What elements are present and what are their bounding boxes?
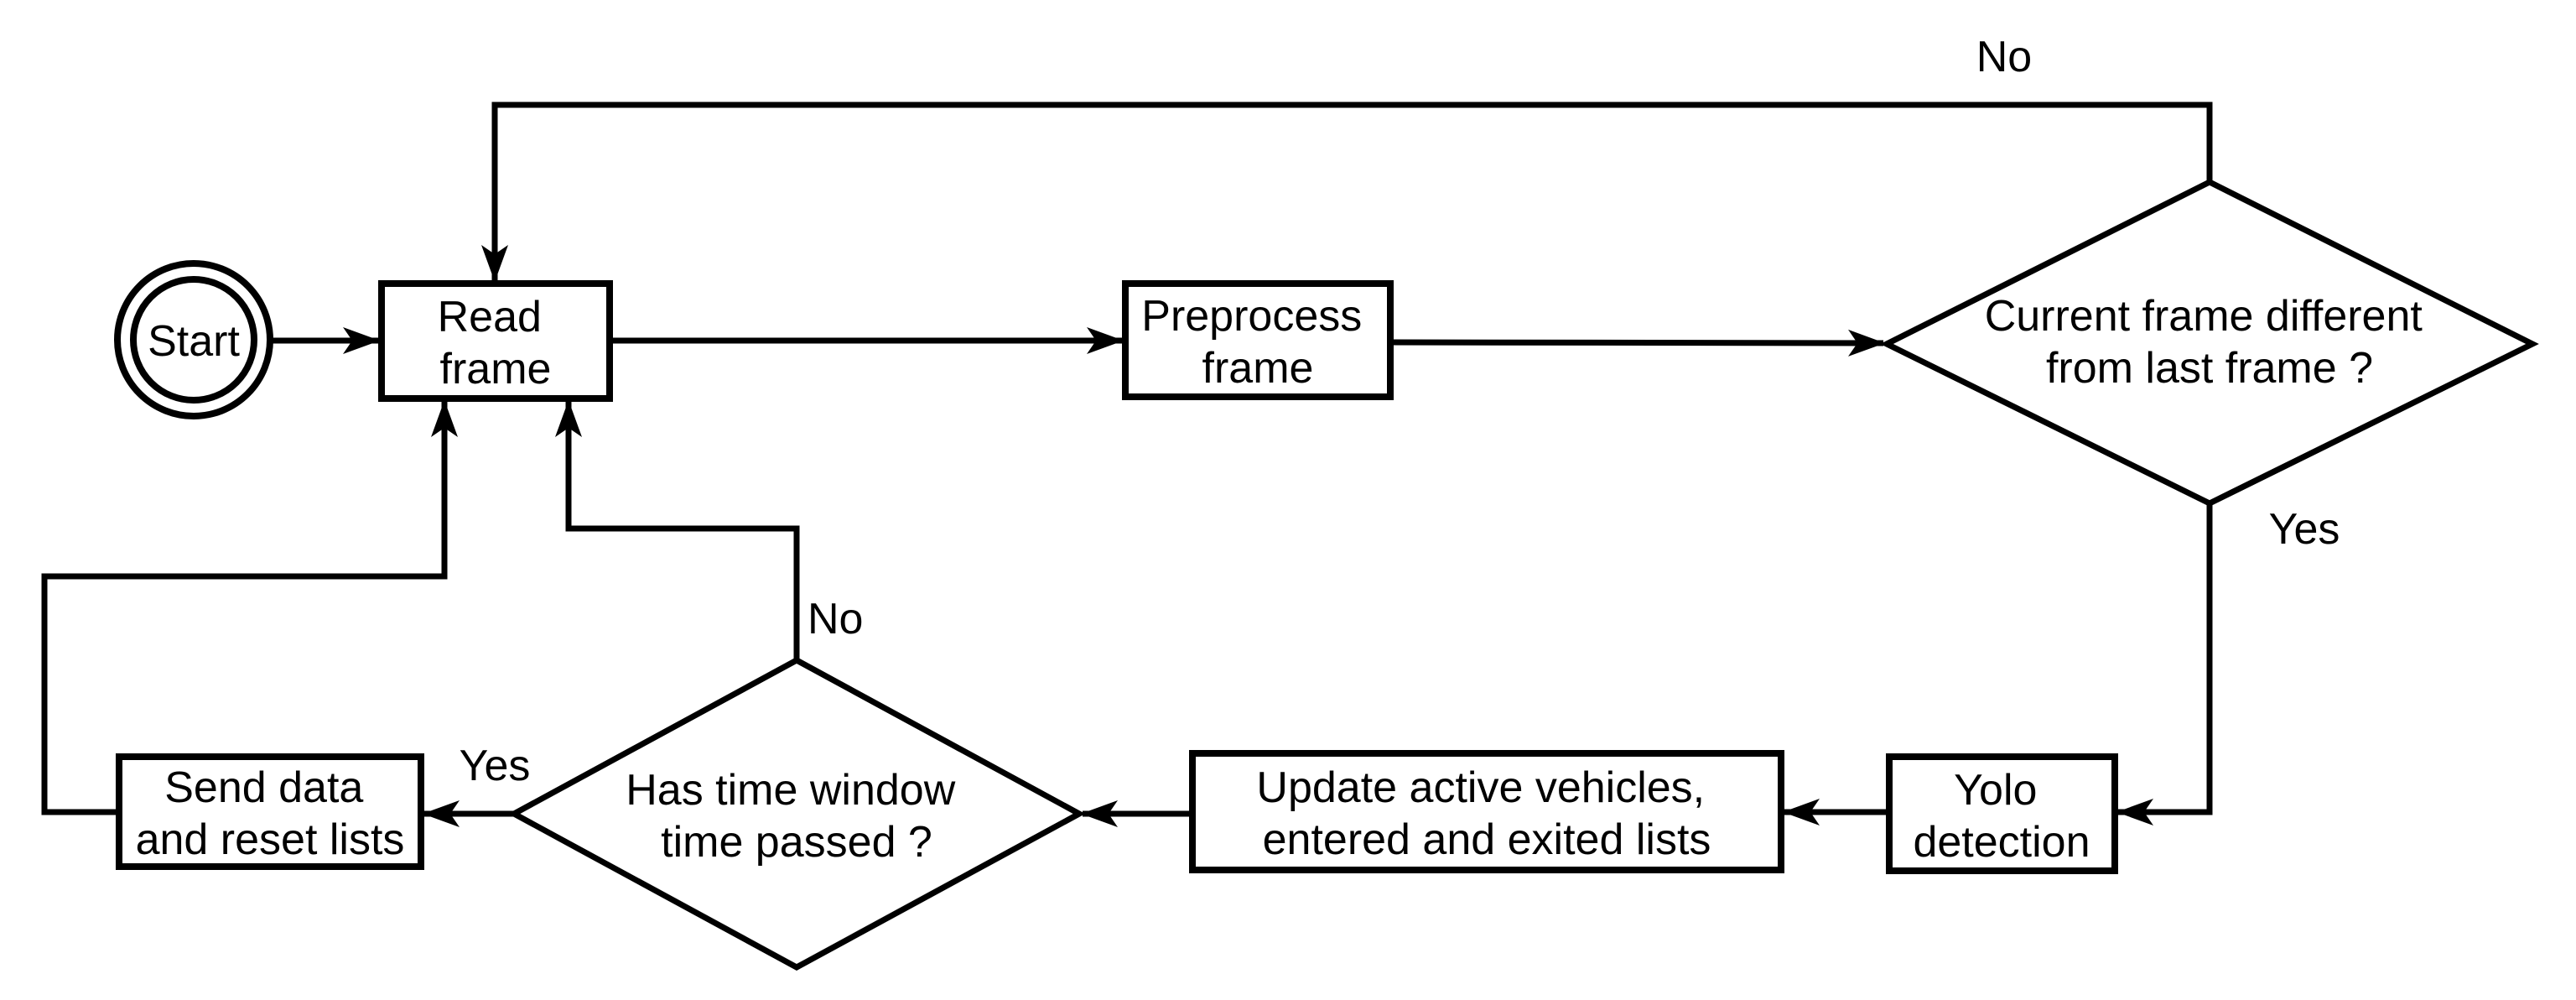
yolo-detection-label: Yolo detection (1913, 766, 2090, 867)
node-time-window: Has time window time passed ? (507, 657, 1086, 971)
send-data-box (116, 753, 424, 870)
edge-label-time-window-no: No (808, 595, 863, 643)
start-label: Start (148, 317, 240, 366)
node-yolo-detection: Yolo detection (1886, 753, 2118, 874)
time-window-diamond (507, 657, 1086, 971)
node-start: Start (114, 260, 273, 419)
update-lists-box (1189, 750, 1784, 873)
read-frame-box (378, 280, 613, 402)
preprocess-frame-label: Preprocess frame (1141, 292, 1374, 393)
node-send-data: Send data and reset lists (116, 753, 424, 870)
node-preprocess-frame: Preprocess frame (1122, 280, 1394, 400)
start-inner-circle (130, 276, 257, 404)
send-data-label: Send data and reset lists (136, 763, 405, 864)
edge-label-time-window-yes: Yes (460, 742, 531, 790)
preprocess-frame-box (1122, 280, 1394, 400)
update-lists-label: Update active vehicles, entered and exit… (1256, 763, 1716, 864)
edge-send-data-loop (41, 400, 458, 815)
frame-different-diamond (1880, 179, 2539, 507)
edge-time-window-no-loop (555, 400, 800, 660)
node-frame-different: Current frame different from last frame … (1880, 179, 2539, 507)
edge-label-frame-different-yes: Yes (2269, 505, 2340, 554)
edge-frame-different-yes-branch (2116, 503, 2213, 826)
read-frame-label: Read frame (438, 293, 554, 393)
edge-preprocess-to-frame-different (1389, 329, 1885, 357)
edge-frame-different-no-loop (481, 102, 2213, 282)
edge-label-frame-different-no: No (1976, 33, 2032, 81)
frame-different-label: Current frame different from last frame … (1985, 292, 2435, 393)
time-window-label: Has time window time passed ? (626, 766, 967, 867)
node-update-lists: Update active vehicles, entered and exit… (1189, 750, 1784, 873)
yolo-detection-box (1886, 753, 2118, 874)
node-read-frame: Read frame (378, 280, 613, 402)
